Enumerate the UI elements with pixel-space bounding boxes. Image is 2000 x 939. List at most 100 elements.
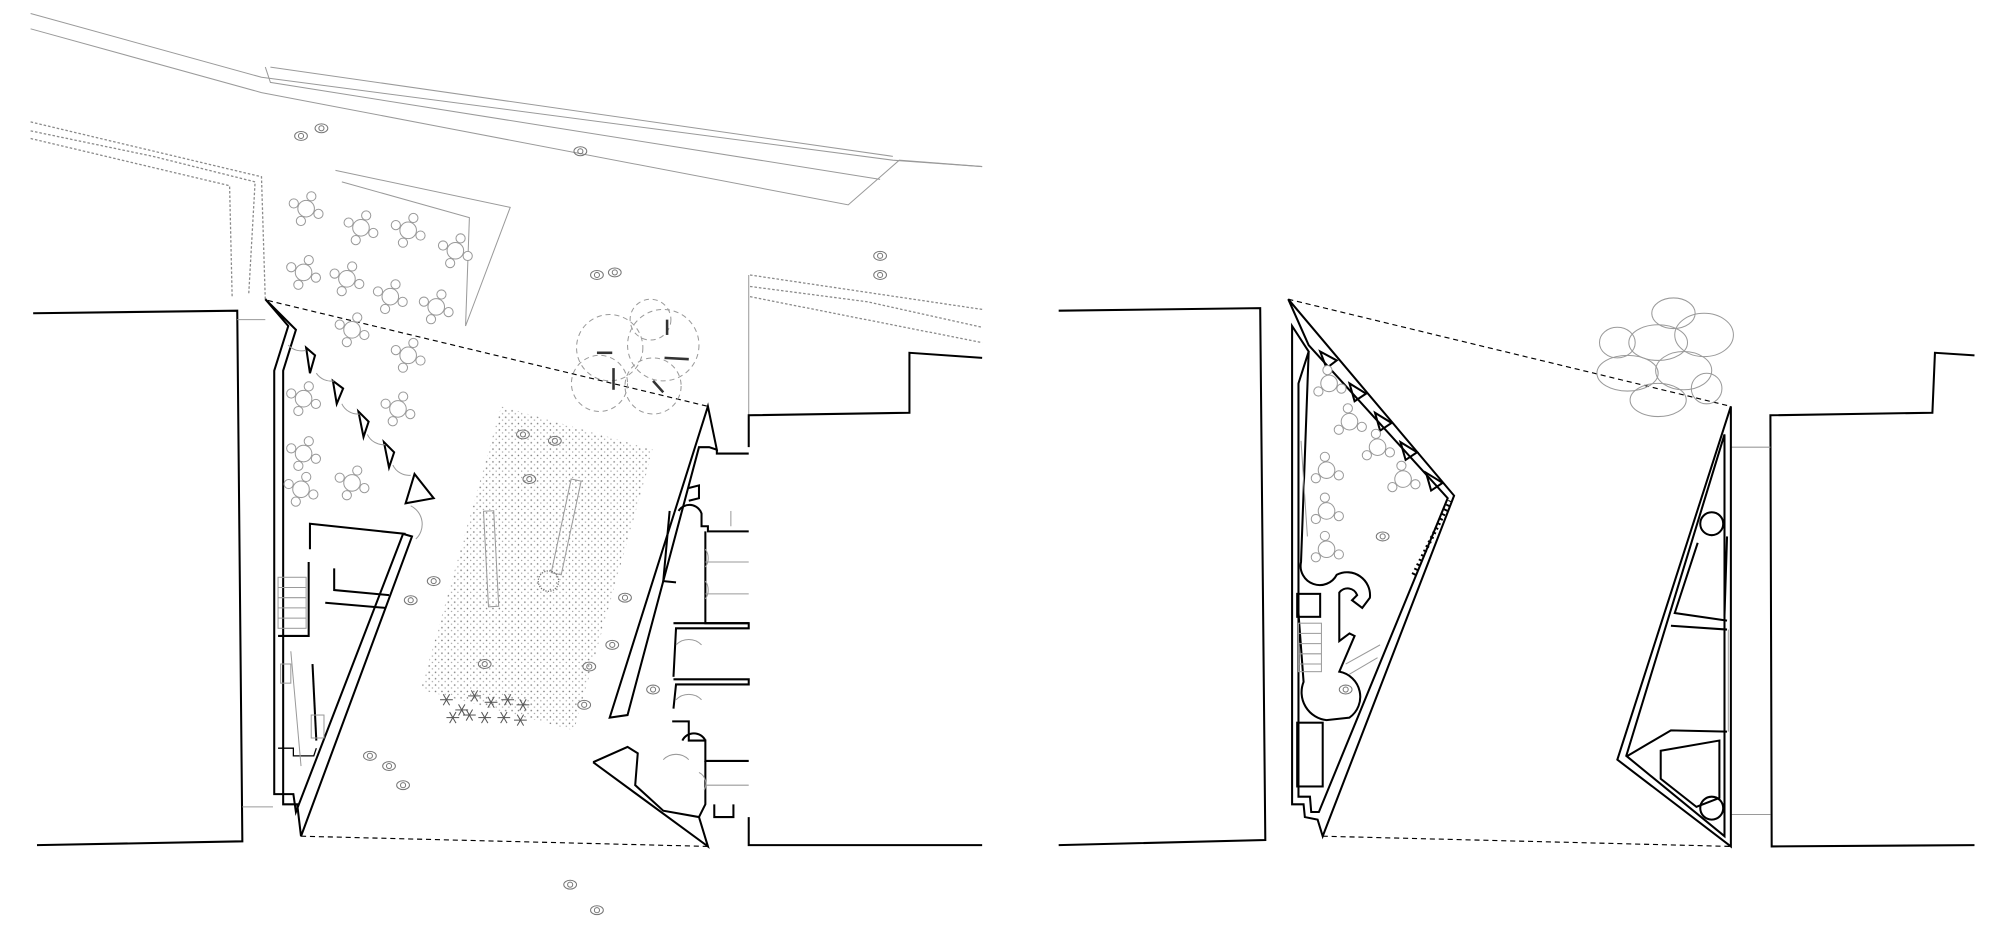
cafe-table xyxy=(286,381,322,417)
chair xyxy=(350,235,361,246)
right-wedge-upper xyxy=(1616,406,1732,849)
plant-shrub xyxy=(501,693,515,706)
chair xyxy=(397,362,409,373)
chair xyxy=(293,405,304,417)
cafe-table xyxy=(283,471,319,507)
chair xyxy=(1310,513,1321,525)
cafe-table xyxy=(1361,428,1395,461)
chair xyxy=(343,217,354,228)
chair xyxy=(1333,549,1344,560)
chair xyxy=(283,478,294,490)
chair xyxy=(415,355,426,366)
chair xyxy=(398,391,409,402)
person-figure xyxy=(547,435,562,446)
cafe-table xyxy=(343,210,379,246)
cafe-table xyxy=(380,391,416,427)
chair xyxy=(408,212,419,224)
chair xyxy=(387,416,398,427)
plant-shrub xyxy=(455,704,469,716)
chair xyxy=(310,453,322,464)
chair xyxy=(352,312,363,323)
chair xyxy=(286,388,297,399)
cafe-table xyxy=(1310,451,1344,484)
pivot-panel xyxy=(382,438,396,472)
person-figure xyxy=(314,123,329,134)
neighbour-building-right-upper xyxy=(1769,351,1975,848)
person-figure xyxy=(477,659,492,669)
column-circle xyxy=(1699,795,1725,821)
chair xyxy=(380,398,391,409)
planting xyxy=(440,690,530,726)
terrace-outline xyxy=(335,169,511,327)
person-figure xyxy=(607,267,622,278)
person-figure xyxy=(605,639,620,650)
cafe-table xyxy=(1333,403,1367,435)
chair xyxy=(390,345,401,356)
person-figure xyxy=(516,429,530,440)
cafe-table xyxy=(418,289,454,325)
chair xyxy=(1361,450,1372,461)
stair xyxy=(277,576,307,629)
person-figure xyxy=(1338,684,1353,695)
chair xyxy=(1310,552,1321,563)
plant-shrub xyxy=(468,690,481,702)
chair xyxy=(1319,492,1330,503)
hedge-left xyxy=(30,121,266,301)
person-figure xyxy=(873,270,887,280)
dashed-canopy-circles xyxy=(570,298,700,415)
plant-shrub xyxy=(446,711,460,724)
pivot-panel xyxy=(304,345,317,374)
left-wedge-building xyxy=(264,298,436,837)
upper-floor-plan xyxy=(1058,297,1975,849)
chair xyxy=(445,257,456,269)
people-figures xyxy=(294,123,1390,916)
stair-upper xyxy=(1297,622,1381,675)
neighbour-building-left xyxy=(33,309,244,847)
chair xyxy=(1313,386,1324,397)
person-figure xyxy=(590,905,604,916)
chair xyxy=(390,279,401,290)
plant-shrub xyxy=(440,693,453,706)
person-figure xyxy=(563,879,578,890)
chair xyxy=(288,198,299,209)
chair xyxy=(368,227,379,239)
chair xyxy=(443,306,454,318)
chair xyxy=(354,278,365,290)
cafe-table xyxy=(288,191,324,227)
roof-line-top xyxy=(267,299,709,407)
plant-shrub xyxy=(516,699,530,711)
cafe-table xyxy=(1310,492,1344,525)
chair xyxy=(379,303,391,315)
street-edge-lines xyxy=(30,13,983,206)
chair xyxy=(303,381,314,392)
chair xyxy=(1322,365,1333,376)
cafe-table xyxy=(390,212,426,248)
chair xyxy=(301,471,312,483)
plant-shrub xyxy=(484,696,498,709)
person-figure xyxy=(873,250,887,261)
person-figure xyxy=(396,780,410,791)
hedge-right xyxy=(748,274,983,416)
chair xyxy=(303,436,314,447)
chair xyxy=(341,490,352,501)
chair xyxy=(425,314,437,325)
chair xyxy=(415,230,426,241)
chair xyxy=(390,220,401,231)
chair xyxy=(1410,479,1421,490)
cafe-table xyxy=(329,261,365,297)
chair xyxy=(347,261,358,272)
cafe-table xyxy=(286,436,322,471)
column-circle xyxy=(1699,511,1725,537)
chair xyxy=(306,191,317,202)
chair xyxy=(310,398,322,410)
person-figure xyxy=(577,699,592,710)
person-figure xyxy=(582,661,597,672)
tree-canopy xyxy=(1596,297,1734,418)
pivot-panel xyxy=(331,378,345,408)
chair xyxy=(1396,460,1407,471)
chair xyxy=(462,250,473,262)
cafe-table xyxy=(286,254,322,290)
chair xyxy=(397,237,409,248)
chair xyxy=(1333,511,1344,522)
